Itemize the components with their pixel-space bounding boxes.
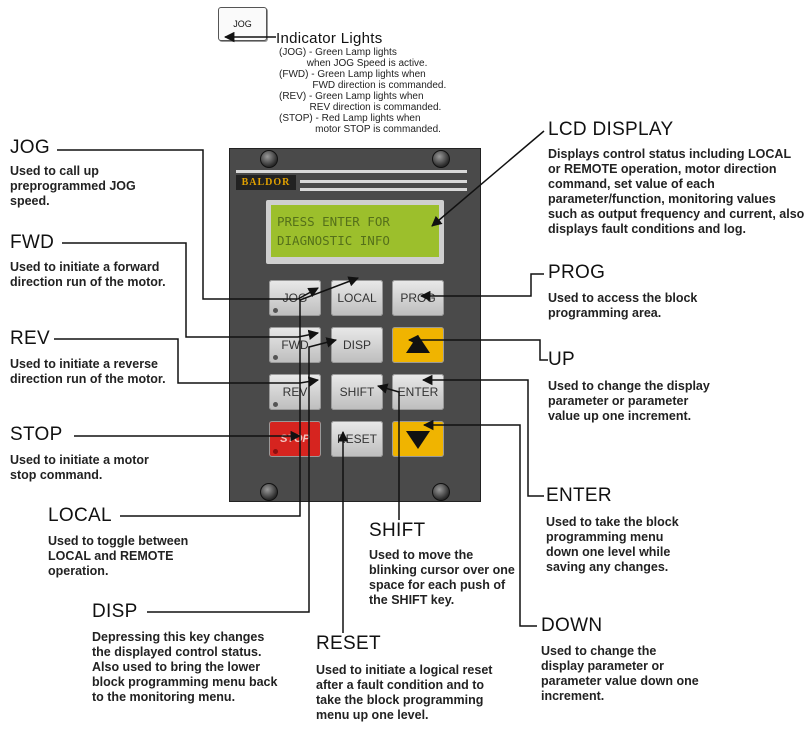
reset-callout-title: RESET [316,633,381,654]
fwd-led-icon [273,355,278,360]
local-key-label: LOCAL [337,291,377,305]
down-key[interactable] [392,421,444,457]
up-leader [407,334,548,361]
enter-key-label: ENTER [397,385,439,399]
lcd-line-2: DIAGNOSTIC INFO [277,233,390,248]
rev-led-icon [273,402,278,407]
screw-icon [432,483,450,501]
stop-led-icon [273,449,278,454]
jog-led-icon [273,308,278,313]
brand-stripe [300,180,467,183]
stop-callout-desc: Used to initiate a motor stop command. [10,453,149,482]
local-callout-title: LOCAL [48,505,112,526]
enter-leader [421,374,544,497]
screw-icon [432,150,450,168]
down-callout-desc: Used to change the display parameter or … [541,644,699,703]
disp-key-label: DISP [342,338,371,352]
indicator-jog-box-label: JOG [233,19,252,29]
enter-key[interactable]: ENTER [392,374,444,410]
lcd-callout-desc: Displays control status including LOCAL … [548,147,805,236]
up-callout-desc: Used to change the display parameter or … [548,379,710,423]
enter-callout-desc: Used to take the block programming menu … [546,515,679,574]
fwd-callout-desc: Used to initiate a forward direction run… [10,260,166,289]
indicator-line: (JOG) - Green Lamp lights [279,47,397,58]
disp-key[interactable]: DISP [331,327,383,363]
brand-stripe [236,170,467,173]
brand-stripe [300,188,467,191]
shift-key[interactable]: SHIFT [331,374,383,410]
indicator-line: (FWD) - Green Lamp lights when [279,69,426,80]
rev-callout-desc: Used to initiate a reverse direction run… [10,357,166,386]
jog-callout-desc: Used to call up preprogrammed JOG speed. [10,164,136,208]
brand-logo: BALDOR [236,175,296,190]
down-arrow-icon [406,431,430,449]
screw-icon [260,150,278,168]
jog-leader [57,149,319,300]
prog-key[interactable]: PROG [392,280,444,316]
shift-callout-desc: Used to move the blinking cursor over on… [369,548,515,607]
indicator-lights-list: (JOG) - Green Lamp lights when JOG Speed… [279,47,446,135]
indicator-line: (REV) - Green Lamp lights when [279,91,424,102]
rev-key-label: REV [282,385,308,399]
indicator-line: (STOP) - Red Lamp lights when [279,113,421,124]
brand-logo-text: BALDOR [241,177,291,188]
fwd-key-label: FWD [281,338,309,352]
local-leader [120,276,359,517]
lcd-line-1: PRESS ENTER FOR [277,214,390,229]
lcd-leader [431,130,545,227]
shift-key-label: SHIFT [339,385,375,399]
shift-leader [376,383,400,520]
up-callout-title: UP [548,349,575,370]
disp-leader [147,337,338,613]
lcd-display: PRESS ENTER FOR DIAGNOSTIC INFO [271,205,439,257]
down-callout-title: DOWN [541,615,603,636]
lcd-callout-title: LCD DISPLAY [548,119,674,140]
stop-callout-title: STOP [10,424,63,445]
disp-callout-desc: Depressing this key changes the displaye… [92,630,278,704]
indicator-line: when JOG Speed is active. [279,58,428,69]
local-callout-desc: Used to toggle between LOCAL and REMOTE … [48,534,189,578]
rev-callout-title: REV [10,328,50,349]
reset-key[interactable]: RESET [331,421,383,457]
rev-leader [54,338,320,387]
reset-callout-desc: Used to initiate a logical reset after a… [316,663,493,722]
screw-icon [260,483,278,501]
prog-callout-title: PROG [548,262,606,283]
disp-callout-title: DISP [92,601,138,622]
indicator-line: FWD direction is commanded. [279,80,447,91]
jog-key-label: JOG [282,291,308,305]
down-leader [422,419,537,627]
indicator-lights-title: Indicator Lights [276,30,383,47]
fwd-leader [62,242,320,341]
prog-leader [419,273,544,302]
enter-callout-title: ENTER [546,485,612,506]
fwd-callout-title: FWD [10,232,55,253]
prog-callout-desc: Used to access the block programming are… [548,291,698,320]
shift-callout-title: SHIFT [369,520,426,541]
indicator-line: motor STOP is commanded. [279,124,441,135]
indicator-line: REV direction is commanded. [279,102,442,113]
jog-callout-title: JOG [10,137,50,158]
